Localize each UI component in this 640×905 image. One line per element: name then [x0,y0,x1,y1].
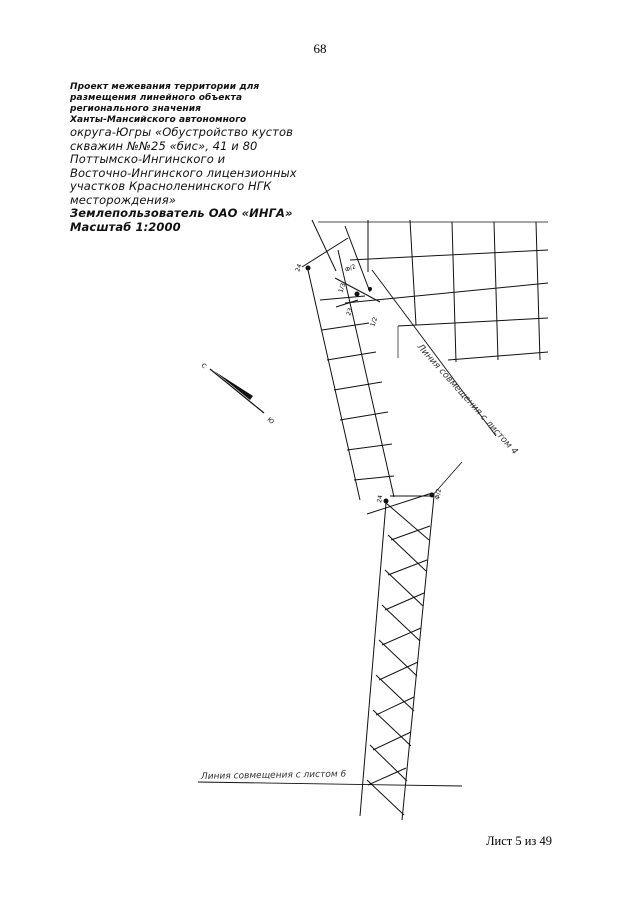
north-arrow-icon: С Ю [200,362,276,426]
title-line: Землепользователь ОАО «ИНГА» [70,206,293,220]
svg-text:24: 24 [376,494,384,503]
junction-line-sheet6 [197,781,463,787]
title-line: месторождения» [70,192,176,207]
survey-points [305,265,435,504]
title-line: регионального значения [70,104,202,114]
svg-text:Ф/2: Ф/2 [434,488,443,500]
title-line: размещения линейного объекта [70,93,243,103]
title-line: Ханты-Мансийского автономного [70,115,247,125]
title-line: Масштаб 1:2000 [70,219,181,234]
title-line: округа-Югры «Обустройство кустов [70,125,293,139]
junction-line-sheet4 [371,269,497,437]
title-line: Поттымско-Ингинского и [70,152,226,166]
parcel-grid [318,219,549,363]
title-line: скважин №№25 «бис», 41 и 80 [70,138,258,153]
svg-text:С: С [200,362,208,370]
svg-text:1/3: 1/3 [337,282,347,294]
title-line: Восточно-Ингинского лицензионных [70,165,297,180]
svg-text:Ф/2: Ф/2 [344,263,357,274]
junction-label-sheet6: Линия совмещения с листом 6 [200,769,347,782]
svg-text:23: 23 [345,307,354,317]
title-line: участков Красноленинского НГК [70,179,272,193]
sheet-footer: Лист 5 из 49 [486,834,552,848]
svg-text:1/2: 1/2 [369,316,379,328]
page-number: 68 [313,41,327,56]
corridor-lower [359,461,463,821]
title-line: Проект межевания территории для [70,82,260,92]
title-block: Проект межевания территории для размещен… [70,82,320,234]
svg-text:24: 24 [294,263,303,273]
corridor-upper [301,219,433,515]
svg-text:Ю: Ю [266,416,276,426]
point-labels: 24 23 1/2 1/3 Ф/2 24 Ф/2 [294,263,443,503]
